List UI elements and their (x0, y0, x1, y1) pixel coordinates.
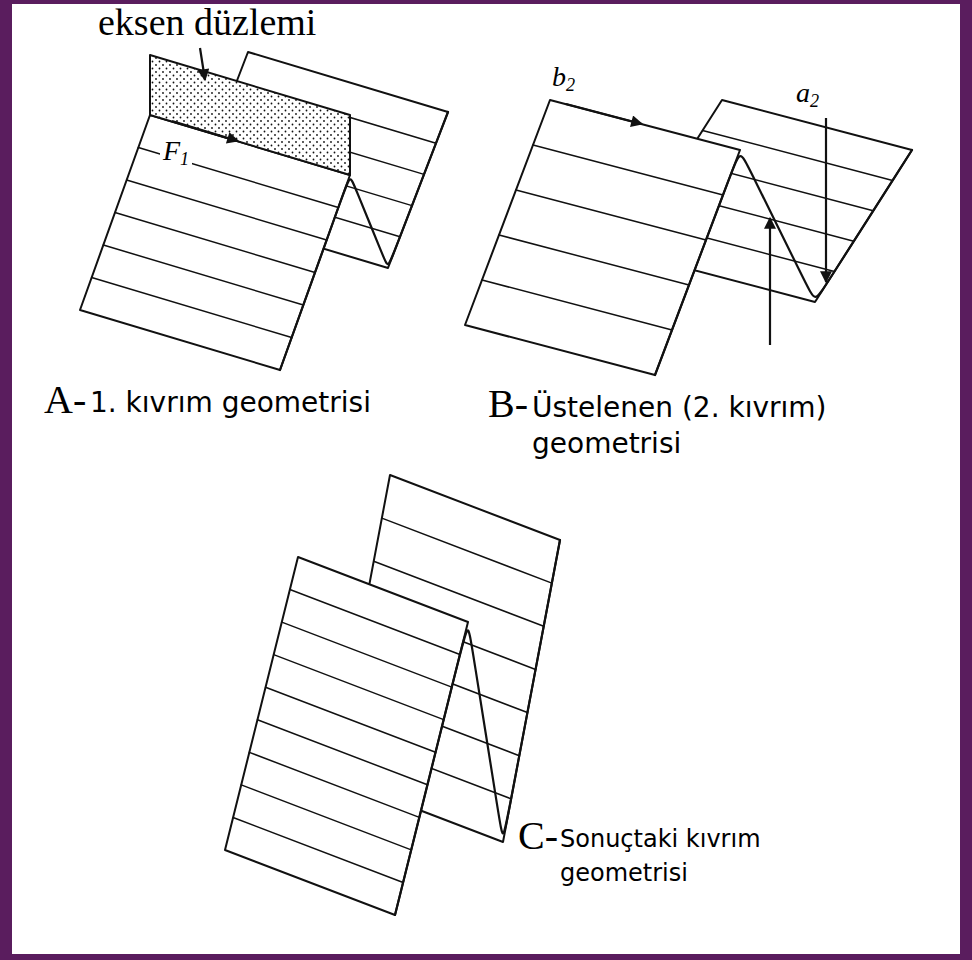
strike-line (241, 785, 411, 850)
arrow (200, 48, 205, 80)
strike-line (290, 590, 460, 655)
fold-block (80, 52, 448, 370)
figure-letter: C- (518, 812, 558, 860)
fold-block (465, 100, 912, 375)
strike-line (516, 190, 706, 240)
limb-surface (225, 557, 468, 915)
strike-line (92, 278, 292, 338)
figure-caption: Sonuçtaki kıvrım geometrisi (560, 823, 810, 890)
axis-symbol: F1 (160, 134, 192, 168)
strike-line (274, 655, 444, 720)
white-panel (12, 4, 960, 954)
fold-block (225, 475, 560, 915)
axial-plane (150, 55, 350, 175)
strike-line (533, 145, 723, 195)
arrow (566, 104, 642, 124)
figure-caption: 1. kıvrım geometrisi (90, 386, 371, 420)
limb-surface (465, 100, 740, 375)
strike-line (115, 213, 315, 273)
strike-line (482, 280, 672, 330)
strike-line (249, 752, 419, 817)
strike-line (282, 622, 452, 687)
strike-line (499, 235, 689, 285)
strike-line (233, 817, 403, 882)
figure-caption: Üstelenen (2. kıvrım) geometrisi (532, 390, 892, 463)
strike-line (266, 687, 436, 752)
arrow (769, 218, 771, 345)
fold-profile (395, 540, 560, 915)
strike-line (127, 180, 327, 240)
figure-letter: A- (44, 376, 86, 424)
axis-symbol: b2 (552, 60, 575, 94)
axial-plane-label: eksen düzlemi (98, 0, 316, 46)
fold-figures (80, 48, 912, 915)
fold-profile (655, 150, 912, 375)
fold-profile (280, 112, 448, 370)
strike-line (257, 720, 427, 785)
strike-line (103, 245, 303, 305)
strike-line (382, 518, 552, 583)
axis-symbol: a2 (796, 76, 819, 110)
arrow (825, 118, 827, 282)
figure-letter: B- (488, 380, 528, 428)
